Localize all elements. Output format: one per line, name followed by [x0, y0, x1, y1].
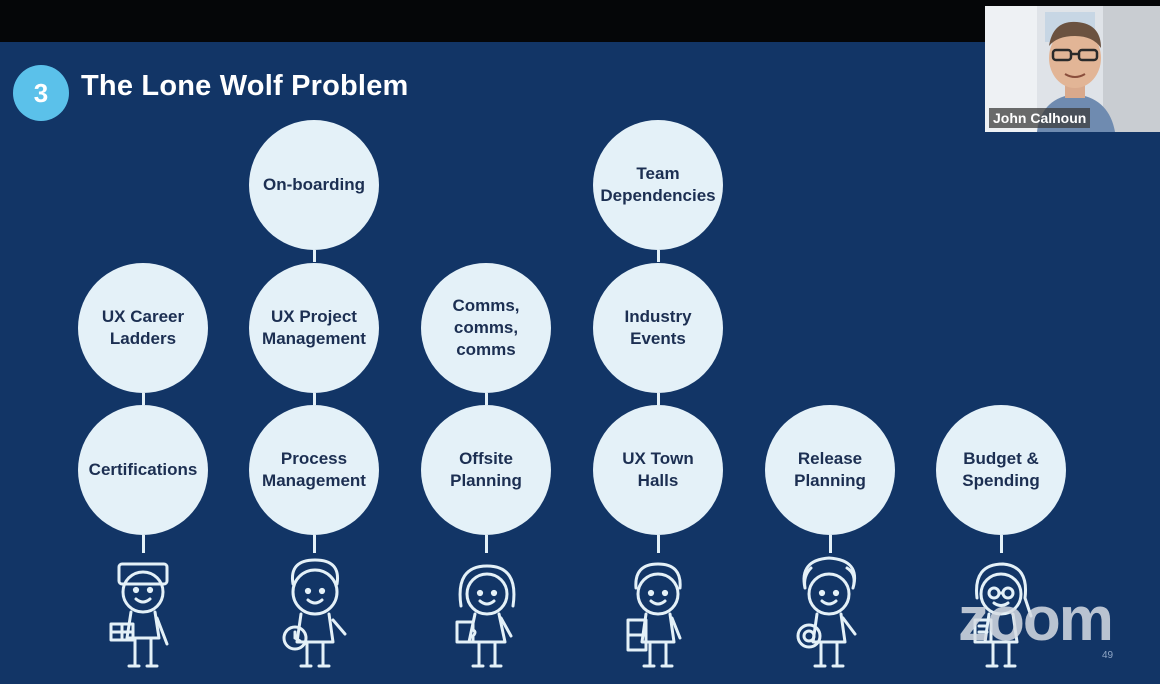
bubble-comms: Comms, comms, comms: [421, 263, 551, 393]
bubble-release-planning: Release Planning: [765, 405, 895, 535]
section-number-badge: 3: [13, 65, 69, 121]
connector-line: [657, 250, 660, 262]
connector-line: [485, 393, 488, 405]
connector-line: [829, 535, 832, 553]
bubble-offsite-planning: Offsite Planning: [421, 405, 551, 535]
connector-line: [485, 535, 488, 553]
connector-line: [657, 535, 660, 553]
bubble-on-boarding: On-boarding: [249, 120, 379, 250]
bubble-budget-spending: Budget & Spending: [936, 405, 1066, 535]
bubble-ux-town-halls: UX Town Halls: [593, 405, 723, 535]
person-with-target-icon: [796, 556, 857, 668]
participant-video-tile[interactable]: John Calhoun: [985, 6, 1160, 132]
bubble-industry-events: Industry Events: [593, 263, 723, 393]
person-with-stopwatch-icon: [282, 558, 347, 668]
presentation-slide: 3 The Lone Wolf Problem UX Career Ladder…: [0, 42, 1160, 684]
person-with-cabinet-icon: [626, 562, 682, 668]
bubble-ux-career-ladders: UX Career Ladders: [78, 263, 208, 393]
connector-line: [313, 535, 316, 553]
connector-line: [142, 393, 145, 405]
zoom-watermark: zoom: [958, 585, 1114, 654]
connector-line: [313, 250, 316, 262]
top-bar: [0, 0, 1160, 42]
bubble-ux-project-management: UX Project Management: [249, 263, 379, 393]
connector-line: [657, 393, 660, 405]
person-with-puzzle-icon: [455, 564, 516, 668]
connector-line: [1000, 535, 1003, 553]
person-with-blocks-icon: [109, 562, 169, 668]
connector-line: [142, 535, 145, 553]
bubble-process-management: Process Management: [249, 405, 379, 535]
slide-page-number: 49: [1102, 650, 1114, 661]
slide-title: The Lone Wolf Problem: [81, 70, 409, 102]
bubble-team-dependencies: Team Dependencies: [593, 120, 723, 250]
person-with-clipboard-icon: [973, 562, 1033, 668]
bubble-certifications: Certifications: [78, 405, 208, 535]
participant-name: John Calhoun: [989, 108, 1091, 128]
connector-line: [313, 393, 316, 405]
